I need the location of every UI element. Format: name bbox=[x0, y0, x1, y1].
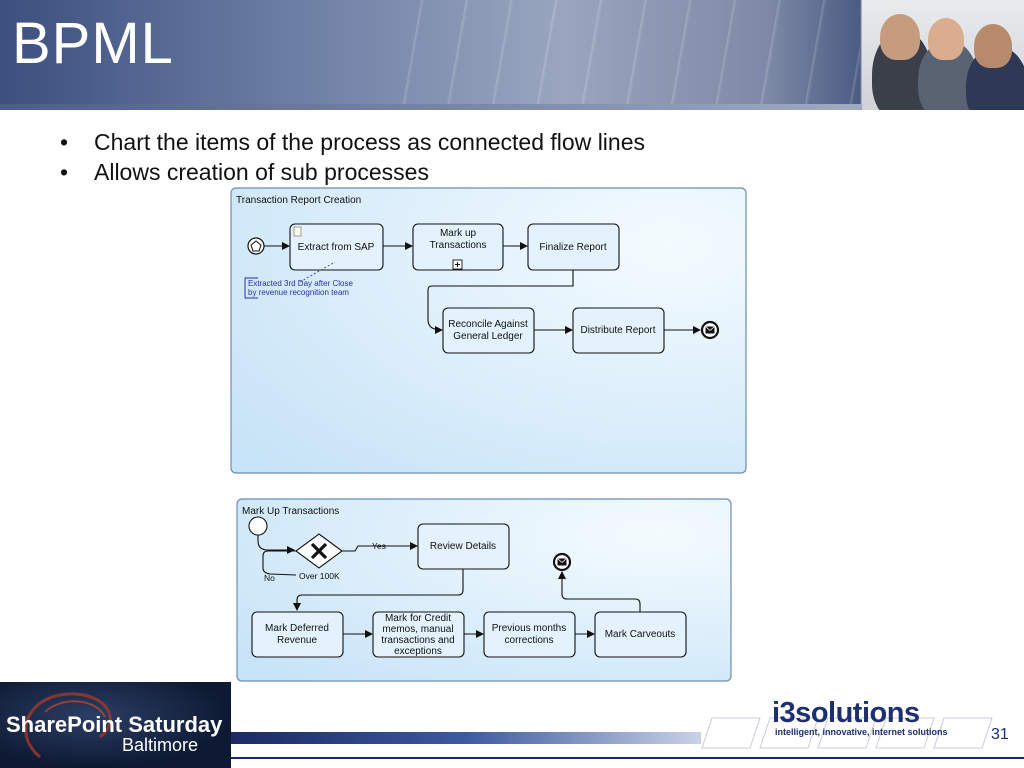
task-label: Mark up bbox=[440, 228, 477, 239]
slide-title: BPML bbox=[12, 11, 174, 76]
no-label: No bbox=[264, 573, 275, 583]
bullet-text: Chart the items of the process as connec… bbox=[94, 129, 646, 155]
task-label: Previous months bbox=[492, 623, 566, 634]
task-extract-from-sap[interactable] bbox=[289, 223, 384, 271]
header-road-image bbox=[380, 0, 860, 110]
yes-label: Yes bbox=[372, 541, 386, 551]
sharepoint-saturday-logo bbox=[0, 682, 231, 768]
bullet-text: Allows creation of sub processes bbox=[94, 159, 429, 185]
task-label: Mark for Credit bbox=[385, 613, 451, 624]
company-logo: i3solutions bbox=[772, 697, 920, 729]
task-label: corrections bbox=[505, 635, 554, 646]
task-label: memos, manual bbox=[382, 624, 453, 635]
association-line bbox=[299, 261, 336, 283]
task-label: Reconcile Against bbox=[448, 319, 528, 330]
footer-line bbox=[231, 757, 1024, 759]
annotation-text: Extracted 3rd Day after Close bbox=[248, 279, 353, 288]
bullet-item: •Allows creation of sub processes bbox=[60, 159, 429, 185]
footer-parallelograms bbox=[701, 717, 993, 749]
sequence-flow bbox=[257, 535, 295, 554]
sequence-flow bbox=[293, 569, 464, 611]
task-label: transactions and bbox=[381, 635, 454, 646]
task-label: General Ledger bbox=[453, 331, 523, 342]
task-label: Mark Carveouts bbox=[605, 629, 676, 640]
script-icon bbox=[293, 226, 302, 237]
sequence-flow-no bbox=[262, 550, 297, 576]
company-tagline: intelligent, innovative, internet soluti… bbox=[775, 727, 948, 737]
annotation-bracket bbox=[244, 277, 258, 299]
people-photo bbox=[862, 0, 1024, 110]
pool-label: Transaction Report Creation bbox=[236, 195, 361, 206]
bullet-list: •Chart the items of the process as conne… bbox=[60, 127, 645, 187]
header-banner bbox=[0, 0, 1024, 110]
annotation-text: by revenue recognition team bbox=[248, 288, 349, 297]
task-label: Revenue bbox=[277, 635, 317, 646]
footer-bar bbox=[231, 732, 701, 744]
sequence-flow-yes bbox=[342, 542, 418, 552]
sequence-flow bbox=[558, 571, 641, 612]
task-label: Mark Deferred bbox=[265, 623, 329, 634]
task-label: Extract from SAP bbox=[298, 242, 375, 253]
pentagon-icon bbox=[250, 240, 262, 252]
event-name: SharePoint Saturday bbox=[6, 712, 223, 737]
x-icon bbox=[310, 542, 328, 560]
page-number: 31 bbox=[991, 726, 1009, 743]
event-city: Baltimore bbox=[122, 735, 199, 755]
start-event bbox=[248, 516, 268, 536]
bullet-item: •Chart the items of the process as conne… bbox=[60, 129, 646, 155]
task-label: exceptions bbox=[394, 646, 442, 657]
task-label: Review Details bbox=[430, 541, 496, 552]
task-label: Finalize Report bbox=[539, 242, 606, 253]
task-label: Transactions bbox=[430, 240, 487, 251]
task-mark-up-transactions[interactable] bbox=[412, 223, 504, 271]
pool-label: Mark Up Transactions bbox=[242, 506, 339, 517]
task-label: Distribute Report bbox=[580, 325, 655, 336]
swirl-icon bbox=[24, 692, 112, 759]
header-strip bbox=[0, 104, 862, 110]
sequence-flow bbox=[427, 270, 574, 334]
gateway-label: Over 100K bbox=[299, 571, 340, 581]
